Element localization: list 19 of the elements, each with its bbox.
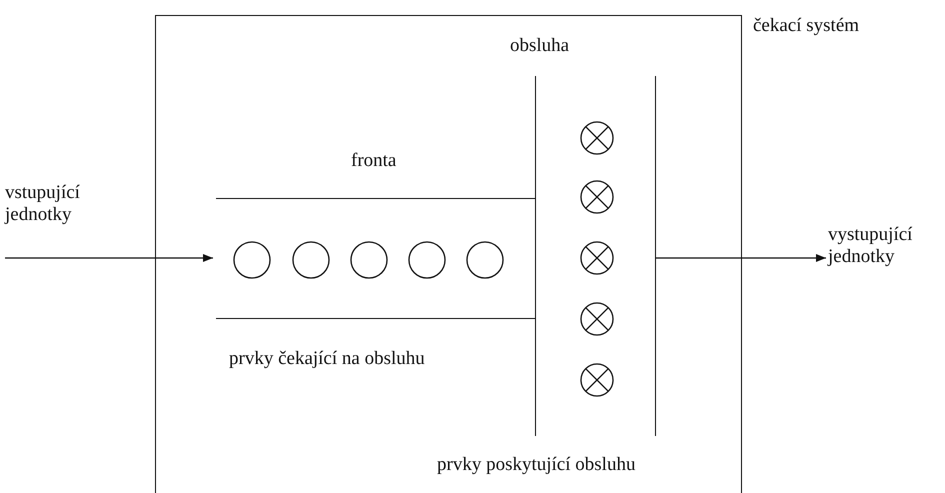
caption-label: prvky čekající na obsluhu xyxy=(229,348,425,370)
flow-label: vstupující jednotky xyxy=(5,182,81,226)
service-station-icon xyxy=(580,302,614,336)
flow-label: vystupující jednotky xyxy=(828,224,914,268)
arrow xyxy=(655,254,826,262)
arrow xyxy=(5,254,213,262)
service-station-icon xyxy=(580,180,614,214)
service-station-icon xyxy=(580,121,614,155)
caption-label: prvky poskytující obsluhu xyxy=(437,454,636,476)
heading-label: obsluha xyxy=(510,35,570,57)
service-station-icon xyxy=(580,363,614,397)
waiting-unit-circle xyxy=(408,241,446,279)
waiting-unit-circle xyxy=(350,241,388,279)
waiting-unit-circle xyxy=(292,241,330,279)
service-station-icon xyxy=(580,241,614,275)
heading-label: čekací systém xyxy=(753,15,860,37)
waiting-unit-circle xyxy=(466,241,504,279)
heading-label: fronta xyxy=(351,150,396,172)
waiting-unit-circle xyxy=(233,241,271,279)
